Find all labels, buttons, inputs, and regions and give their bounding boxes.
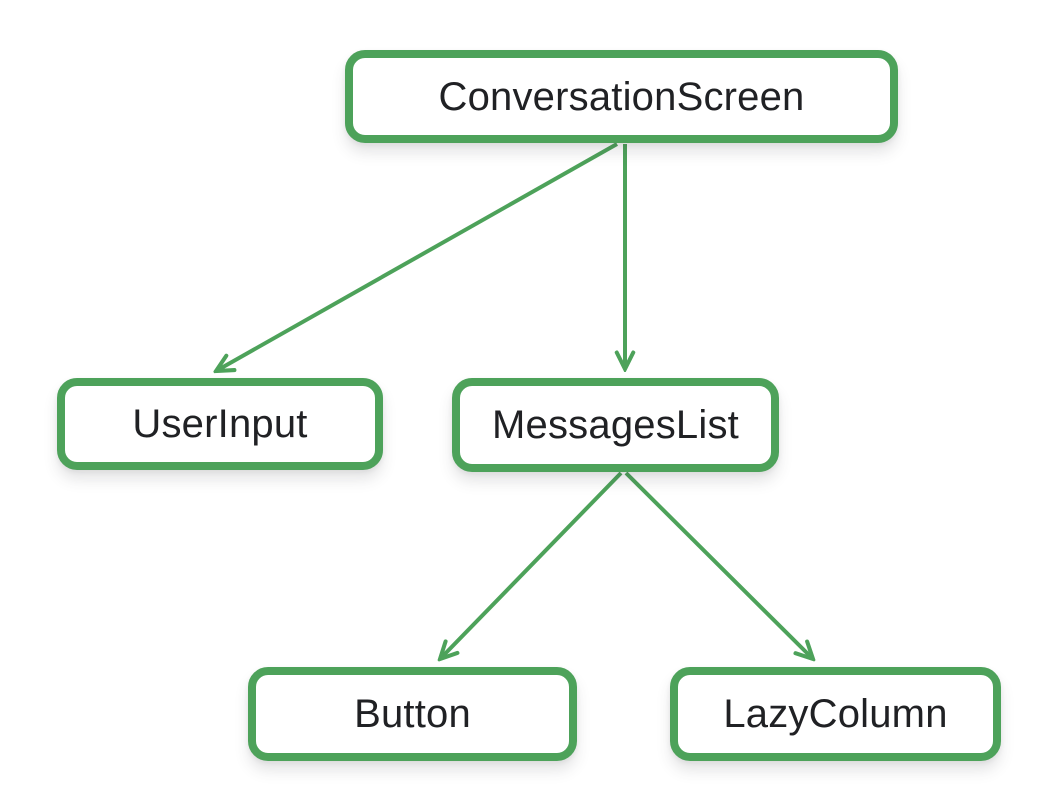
node-button: Button — [248, 667, 577, 761]
node-user-input-label: UserInput — [132, 402, 308, 446]
edge-conversationscreen-userinput — [216, 142, 618, 371]
node-button-label: Button — [354, 692, 471, 736]
node-conversation-screen-label: ConversationScreen — [438, 74, 805, 119]
node-lazy-column: LazyColumn — [670, 667, 1001, 761]
node-messages-list: MessagesList — [452, 378, 779, 472]
node-user-input: UserInput — [57, 378, 383, 470]
node-conversation-screen: ConversationScreen — [345, 50, 898, 143]
edge-messageslist-button — [440, 471, 623, 659]
node-messages-list-label: MessagesList — [492, 403, 739, 447]
edge-messageslist-lazycolumn — [624, 471, 813, 659]
node-lazy-column-label: LazyColumn — [723, 692, 948, 736]
